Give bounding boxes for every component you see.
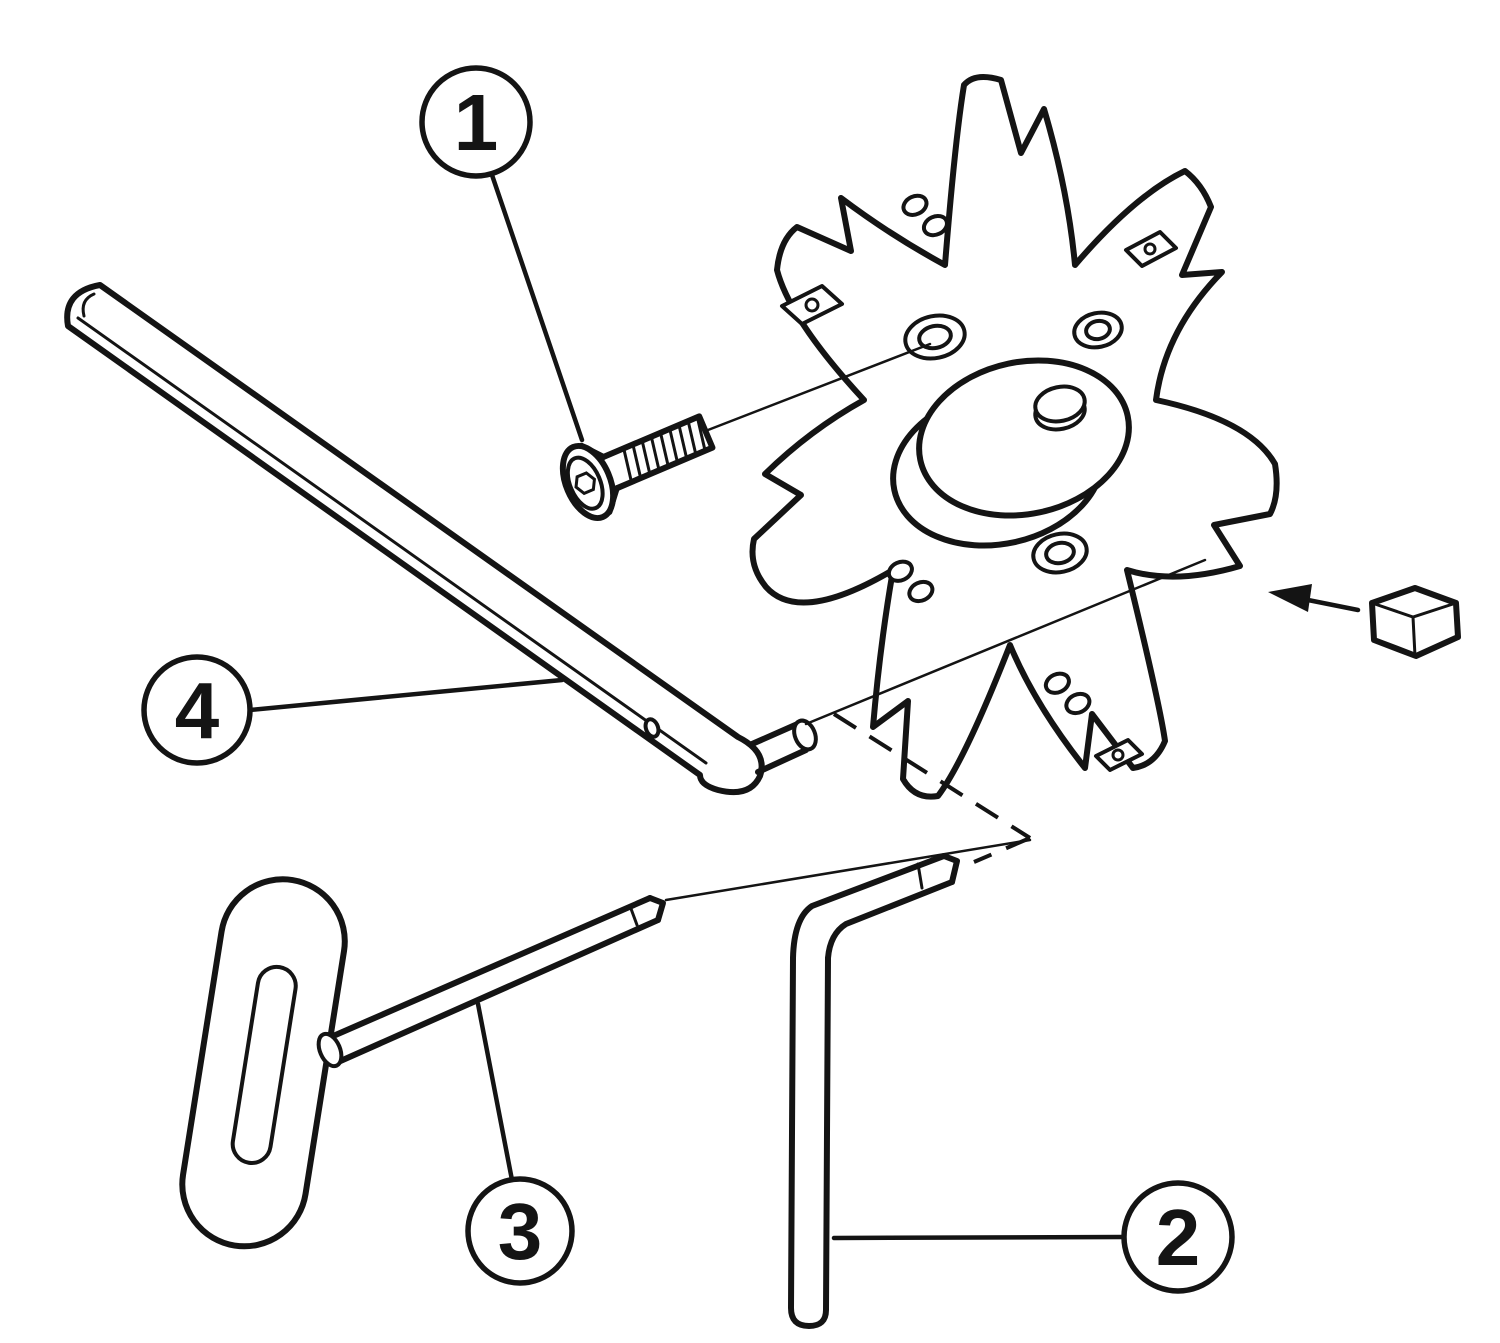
callout-4-circle xyxy=(141,654,253,766)
alignment-line-tkey xyxy=(664,838,1032,902)
clamp-screw xyxy=(559,413,716,522)
callout-3-leader xyxy=(475,1001,515,1183)
t-key-handle-slot xyxy=(230,964,298,1165)
bar-pin-end xyxy=(792,718,818,752)
insert-arrow xyxy=(1268,584,1361,613)
bar-thickness-edge xyxy=(76,316,708,765)
alignment-line-bar xyxy=(804,558,1207,726)
callout-3: 3 xyxy=(465,1001,575,1286)
callout-2-leader xyxy=(831,1234,1127,1241)
callout-1-label: 1 xyxy=(454,78,499,167)
callout-3-label: 3 xyxy=(498,1187,543,1276)
callout-2-circle xyxy=(1121,1180,1235,1294)
mounting-hole-upper-right xyxy=(1072,310,1124,350)
callout-1-circle xyxy=(419,65,533,179)
insertion-axis-dashed-1 xyxy=(832,712,1032,840)
wedge-screw-top xyxy=(901,193,949,238)
t-key-collar xyxy=(316,1031,344,1069)
callout-2: 2 xyxy=(831,1180,1235,1294)
seated-insert-top-right xyxy=(1124,230,1178,268)
cutting-insert xyxy=(1369,585,1461,659)
screw-threads xyxy=(622,415,707,484)
t-key-tip-facet xyxy=(628,904,639,927)
t-key-tip xyxy=(647,895,666,923)
callout-1: 1 xyxy=(419,65,585,443)
hex-key xyxy=(788,853,960,1329)
seated-insert-bottom xyxy=(1094,738,1144,772)
cutter-bore xyxy=(1033,384,1087,424)
callout-4-leader xyxy=(247,677,565,713)
callout-3-circle xyxy=(465,1176,575,1286)
screw-hex-socket xyxy=(574,471,597,496)
callout-4-label: 4 xyxy=(175,666,220,755)
cutter-hub xyxy=(890,357,1132,549)
t-handle-key xyxy=(179,876,666,1250)
mounting-hole-lower-right xyxy=(1031,531,1089,575)
seated-insert-left xyxy=(780,284,844,326)
screw-head-face xyxy=(565,455,605,511)
wedge-screw-left xyxy=(886,559,935,604)
hex-key-tip-facet xyxy=(916,862,924,890)
callout-2-label: 2 xyxy=(1156,1193,1201,1282)
bar-tip-detail xyxy=(81,292,96,318)
insertion-axis-dashed-2 xyxy=(973,836,1031,864)
hex-key-long-leg xyxy=(788,955,831,1329)
wedge-screw-bottom xyxy=(1043,671,1092,716)
hex-key-tip xyxy=(941,853,960,885)
alignment-line-screw xyxy=(706,342,932,432)
spanner-bar-tool xyxy=(64,282,818,796)
t-key-shaft xyxy=(321,895,661,1066)
callout-4: 4 xyxy=(141,654,565,766)
hex-key-bend xyxy=(790,853,955,961)
callout-1-leader xyxy=(489,172,585,443)
milling-cutter xyxy=(749,73,1280,800)
bar-hole xyxy=(643,717,661,739)
bar-body xyxy=(64,282,765,796)
